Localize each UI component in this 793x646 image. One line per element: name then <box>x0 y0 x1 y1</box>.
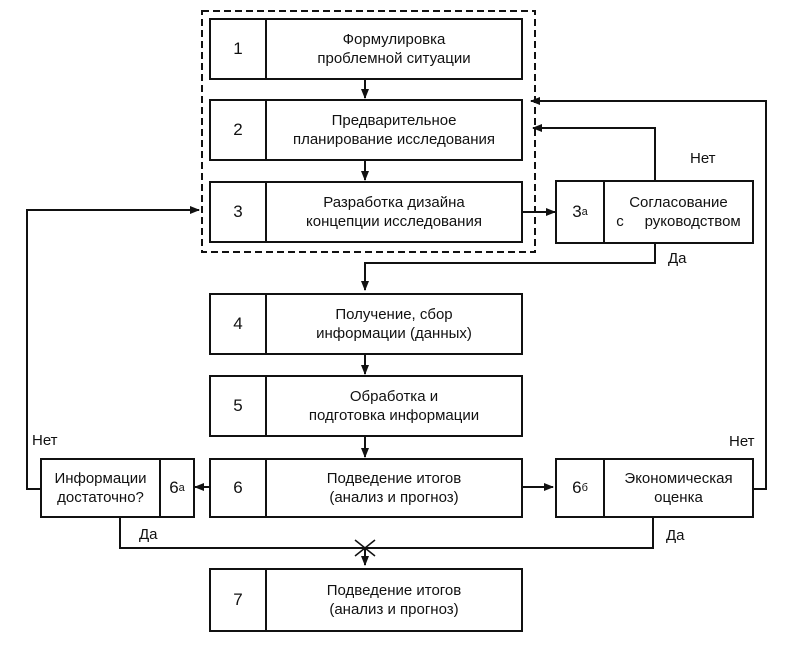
label-no-6b: Нет <box>729 433 755 450</box>
step-text: Предварительное планирование исследовани… <box>267 101 521 159</box>
step-text: Разработка дизайна концепции исследовани… <box>267 183 521 241</box>
step-text: Экономическая оценка <box>605 460 752 516</box>
step-number: 3 <box>211 183 267 241</box>
label-no-6a: Нет <box>32 432 58 449</box>
arrow-6a-no-to-3 <box>26 206 200 490</box>
step-3a-sup: а <box>581 206 588 218</box>
step-text: Обработка и подготовка информации <box>267 377 521 435</box>
step-3-line1: Разработка дизайна <box>323 194 465 211</box>
step-2-line2: планирование исследования <box>292 131 496 148</box>
step-4-line1: Получение, сбор <box>335 306 453 323</box>
merge-yes-line <box>119 517 654 549</box>
step-number: 4 <box>211 295 267 353</box>
step-text: Получение, сбор информации (данных) <box>267 295 521 353</box>
step-3a-line1: Согласование <box>629 194 728 211</box>
step-2-line1: Предварительное <box>331 112 457 129</box>
step-text: Подведение итогов (анализ и прогноз) <box>267 570 521 630</box>
step-6-line1: Подведение итогов <box>326 470 462 487</box>
step-3-line2: концепции исследования <box>306 213 482 230</box>
step-number: 2 <box>211 101 267 159</box>
step-4-box: 4 Получение, сбор информации (данных) <box>209 293 523 355</box>
step-7-line1: Подведение итогов <box>326 582 462 599</box>
crossing-mark <box>354 539 376 557</box>
label-yes-6a: Да <box>139 526 158 543</box>
step-text: Подведение итогов (анализ и прогноз) <box>267 460 521 516</box>
step-3-box: 3 Разработка дизайна концепции исследова… <box>209 181 523 243</box>
label-yes-3a: Да <box>668 250 687 267</box>
step-6b-sup: б <box>581 482 588 494</box>
step-6-box: 6 Подведение итогов (анализ и прогноз) <box>209 458 523 518</box>
step-1-box: 1 Формулировка проблемной ситуации <box>209 18 523 80</box>
step-text: Согласование с руководством <box>605 182 752 242</box>
step-number: 6 <box>211 460 267 516</box>
step-6a-line2: достаточно? <box>57 489 144 506</box>
step-2-box: 2 Предварительное планирование исследова… <box>209 99 523 161</box>
step-3a-num: 3 <box>572 202 582 221</box>
step-6a-sup: а <box>178 482 185 494</box>
step-number: 1 <box>211 20 267 78</box>
step-6a-line1: Информации <box>54 470 147 487</box>
step-7-line2: (анализ и прогноз) <box>329 601 459 618</box>
step-6b-line1: Экономическая <box>624 470 733 487</box>
step-5-box: 5 Обработка и подготовка информации <box>209 375 523 437</box>
step-text: Информации достаточно? <box>42 460 159 516</box>
label-yes-6b: Да <box>666 527 685 544</box>
step-5-line2: подготовка информации <box>308 407 480 424</box>
step-text: Формулировка проблемной ситуации <box>267 20 521 78</box>
arrow-6b-no-to-2 <box>530 97 767 490</box>
step-4-line2: информации (данных) <box>316 325 472 342</box>
step-1-line2: проблемной ситуации <box>317 50 471 67</box>
step-6-line2: (анализ и прогноз) <box>329 489 459 506</box>
step-number: 5 <box>211 377 267 435</box>
step-5-line1: Обработка и <box>349 388 439 405</box>
step-3a-line2: с руководством <box>616 213 741 230</box>
arrow-3a-yes-to-4 <box>361 244 656 291</box>
arrow-3a-no-to-2 <box>532 124 656 180</box>
step-6a-num: 6 <box>169 478 179 497</box>
step-6b-line2: оценка <box>654 489 703 506</box>
step-number: 7 <box>211 570 267 630</box>
label-no-3a: Нет <box>690 150 716 167</box>
step-1-line1: Формулировка <box>342 31 446 48</box>
step-7-box: 7 Подведение итогов (анализ и прогноз) <box>209 568 523 632</box>
step-6b-num: 6 <box>572 478 582 497</box>
